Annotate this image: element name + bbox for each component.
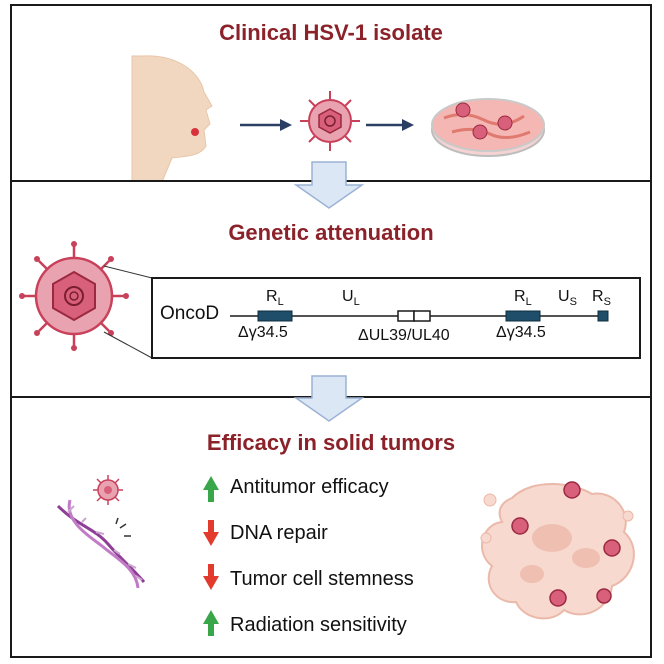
region-label-rl-left: RL xyxy=(266,288,284,309)
virus-icon xyxy=(93,475,123,505)
region-label-rs: RS xyxy=(592,288,611,309)
dna-helix-icon xyxy=(56,499,146,589)
face-icon xyxy=(131,55,213,182)
panel-efficacy: Efficacy in solid tumors xyxy=(10,396,652,658)
virus-icon xyxy=(300,91,360,151)
down-arrow-icon xyxy=(203,520,219,546)
region-label-rl-right: RL xyxy=(514,288,532,309)
panel1-illustration xyxy=(131,55,545,182)
deletion-label-right: Δγ34.5 xyxy=(496,324,546,341)
virus-icon xyxy=(19,241,129,351)
gene-box-rs xyxy=(597,310,609,322)
effect-label: DNA repair xyxy=(230,522,328,544)
gene-box-ul40 xyxy=(413,310,431,322)
panel-title: Clinical HSV-1 isolate xyxy=(219,20,443,45)
region-label-us: US xyxy=(558,288,577,309)
panel-genetic-attenuation: Genetic attenuation xyxy=(10,180,652,398)
down-arrow-icon xyxy=(203,564,219,590)
deletion-label-mid: ΔUL39/UL40 xyxy=(358,327,450,344)
process-arrow-icon xyxy=(240,119,292,131)
panel3-illustration xyxy=(56,475,635,636)
gene-box-ul39 xyxy=(397,310,415,322)
region-label-ul: UL xyxy=(342,288,360,309)
panel-title: Efficacy in solid tumors xyxy=(206,430,456,455)
genome-map-box xyxy=(151,277,641,359)
deletion-label-left: Δγ34.5 xyxy=(238,324,288,341)
panel2-illustration xyxy=(19,241,641,359)
gene-box-rl-right xyxy=(505,310,541,322)
effect-label: Tumor cell stemness xyxy=(230,568,414,590)
up-arrow-icon xyxy=(203,476,219,502)
virus-icon xyxy=(511,481,621,607)
petri-dish-icon xyxy=(431,98,545,157)
gene-box-rl-left xyxy=(257,310,293,322)
panel-title: Genetic attenuation xyxy=(228,220,434,245)
panel-clinical-isolate: Clinical HSV-1 isolate xyxy=(10,4,652,182)
effect-label: Antitumor efficacy xyxy=(230,476,389,498)
process-arrow-icon xyxy=(366,119,414,131)
genome-name: OncoD xyxy=(160,303,220,324)
lesion-icon xyxy=(191,128,199,136)
effect-label: Radiation sensitivity xyxy=(230,614,407,636)
up-arrow-icon xyxy=(203,610,219,636)
